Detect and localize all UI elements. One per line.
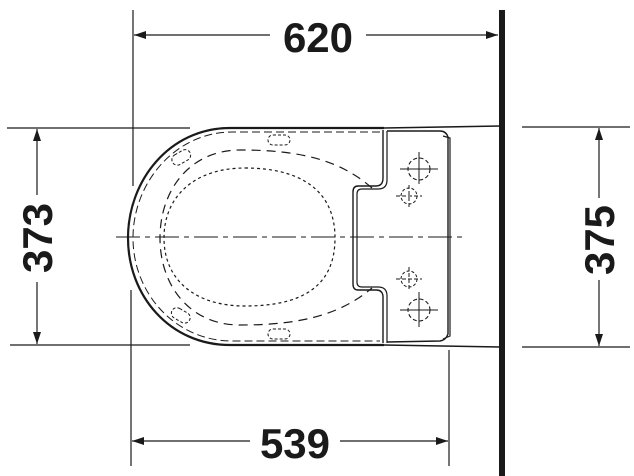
dimension-375: 375 xyxy=(522,126,630,348)
dimension-label-539: 539 xyxy=(260,420,330,467)
dimension-label-620: 620 xyxy=(283,14,353,61)
fixing-points xyxy=(396,152,438,327)
bowl-outline xyxy=(126,125,501,348)
fixing-point-top-small xyxy=(396,185,422,208)
dimension-label-373: 373 xyxy=(14,203,61,273)
buffer-front-top xyxy=(171,149,192,166)
fixing-point-bottom-small xyxy=(396,267,422,291)
dimension-373: 373 xyxy=(7,127,190,346)
dimension-label-375: 375 xyxy=(576,205,623,275)
dimension-539: 539 xyxy=(130,290,450,467)
buffer-bottom xyxy=(267,328,291,340)
seat-opening xyxy=(163,167,336,307)
buffer-front-bottom xyxy=(170,307,191,324)
seat-buffers xyxy=(170,134,291,340)
fixing-point-bottom-large xyxy=(400,292,438,327)
seat-outline xyxy=(159,149,373,326)
fixing-point-top-large xyxy=(400,152,438,184)
wall xyxy=(499,10,505,476)
buffer-top xyxy=(267,134,291,146)
dimension-620: 620 xyxy=(132,10,498,186)
